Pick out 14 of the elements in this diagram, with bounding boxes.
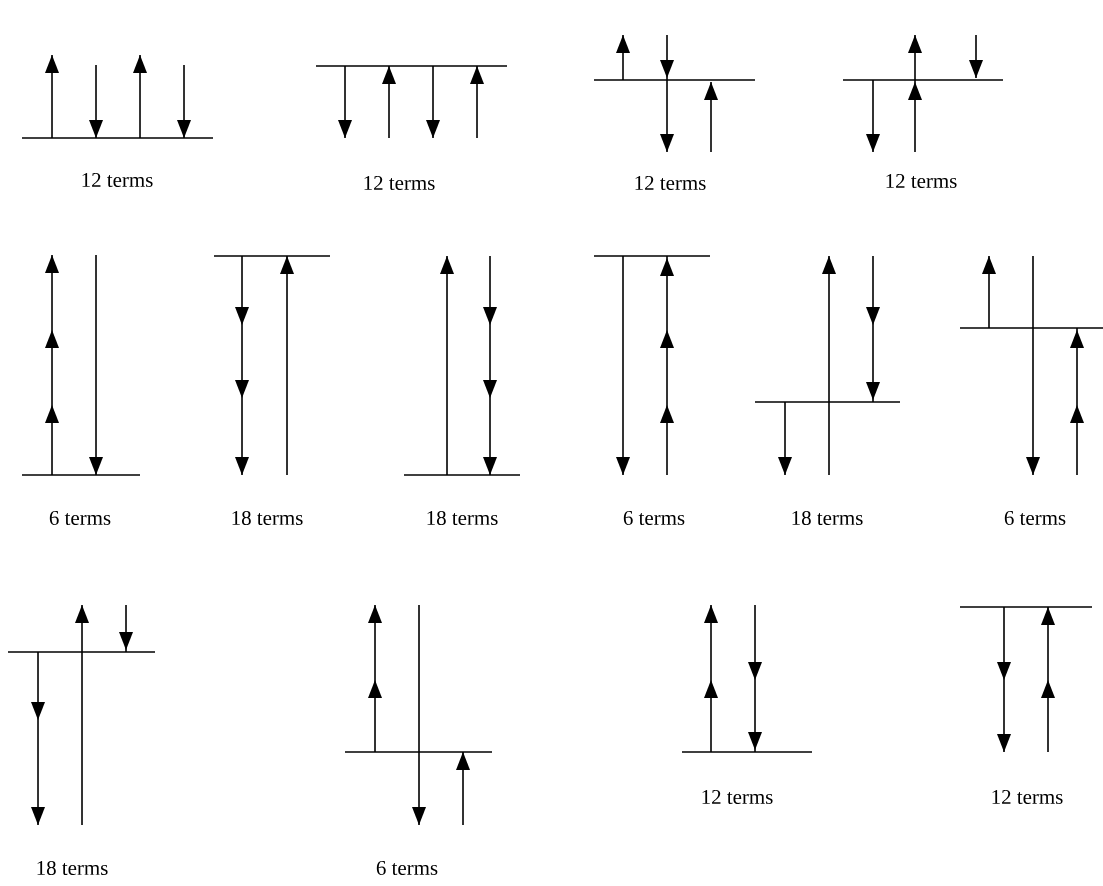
caption: 18 terms	[427, 510, 498, 526]
caption: 6 terms	[623, 510, 685, 525]
caption: 12 terms	[82, 172, 153, 188]
caption: 6 terms	[49, 510, 111, 525]
caption: 12 terms	[364, 175, 435, 191]
caption: 12 terms	[635, 175, 706, 191]
caption: 18 terms	[37, 860, 108, 876]
caption: 6 terms	[376, 860, 438, 875]
caption: 12 terms	[702, 789, 773, 804]
caption: 12 terms	[992, 789, 1063, 804]
caption: 12 terms	[886, 173, 957, 189]
caption: 6 terms	[1004, 510, 1066, 525]
caption: 18 terms	[792, 510, 863, 526]
caption: 18 terms	[232, 510, 303, 526]
